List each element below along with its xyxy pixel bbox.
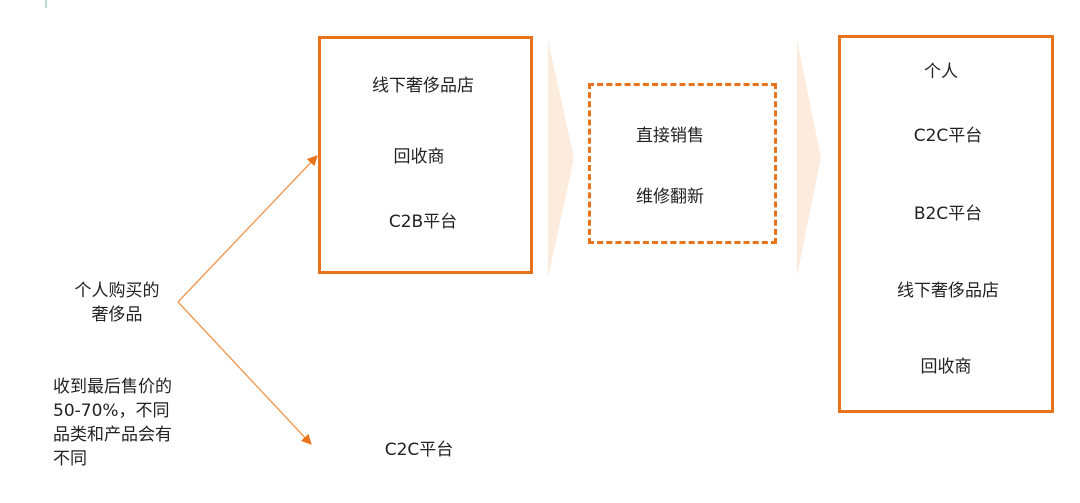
arrow-to-buyers [177,155,318,303]
processing-box [588,83,777,244]
c2c-direct-label: C2C平台 [384,440,454,460]
buyers-box [318,36,533,274]
channel-item: 线下奢侈品店 [897,281,999,301]
processing-item: 直接销售 [636,126,704,146]
note-line: 不同 [53,449,87,469]
buyer-item: 线下奢侈品店 [372,76,474,96]
buyer-item: C2B平台 [388,212,458,232]
buyer-item: 回收商 [393,147,445,167]
channel-item: 回收商 [920,357,972,377]
note-line: 收到最后售价的 [53,377,172,397]
chevron-arrow-1 [548,40,574,278]
note-line: 50-70%，不同 [53,401,170,421]
channel-item: C2C平台 [913,126,983,146]
source-line-1: 个人购买的 [74,281,160,301]
processing-item: 维修翻新 [636,187,704,207]
channels-box [838,35,1054,413]
arrow-to-c2c [177,301,312,445]
price-note: 收到最后售价的 50-70%，不同 品类和产品会有 不同 [53,375,172,471]
source-line-2: 奢侈品 [91,305,143,325]
note-line: 品类和产品会有 [53,425,172,445]
source-label: 个人购买的 奢侈品 [62,279,172,327]
channel-item: B2C平台 [913,204,983,224]
channel-item: 个人 [924,62,958,82]
chevron-arrow-2 [797,40,821,276]
